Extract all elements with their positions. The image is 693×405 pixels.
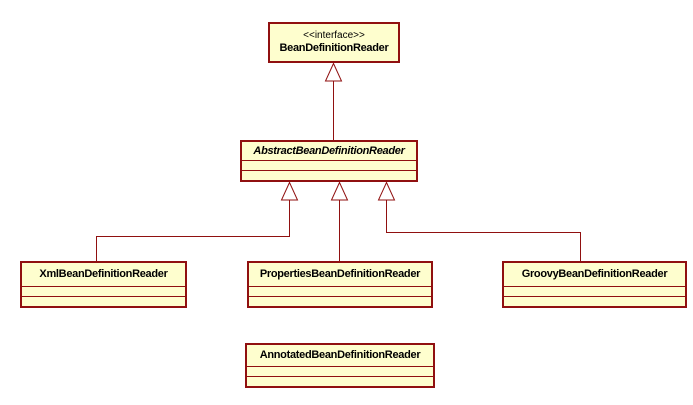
class-title: AbstractBeanDefinitionReader [242, 142, 416, 160]
class-box-beandefinitionreader[interactable]: <<interface>> BeanDefinitionReader [268, 22, 400, 63]
attributes-compartment [504, 286, 685, 296]
operations-compartment [504, 296, 685, 306]
class-name-label: XmlBeanDefinitionReader [39, 268, 168, 280]
hollow-triangle-arrowhead [330, 181, 349, 201]
class-box-propertiesbeandefinitionreader[interactable]: PropertiesBeanDefinitionReader [247, 261, 433, 308]
generalization-edge-groovy-to-abstract[interactable] [377, 181, 581, 262]
class-title: GroovyBeanDefinitionReader [504, 263, 685, 286]
class-name-label: PropertiesBeanDefinitionReader [259, 268, 421, 280]
class-title: AnnotatedBeanDefinitionReader [247, 345, 433, 366]
generalization-edge-xml-to-abstract[interactable] [96, 181, 299, 262]
class-title: XmlBeanDefinitionReader [22, 263, 185, 286]
hollow-triangle-arrowhead [280, 181, 299, 201]
attributes-compartment [249, 286, 431, 296]
class-name-label: AbstractBeanDefinitionReader [253, 144, 405, 157]
attributes-compartment [22, 286, 185, 296]
generalization-edge-properties-to-abstract[interactable] [330, 181, 349, 262]
stereotype-label: <<interface>> [303, 30, 365, 41]
class-name-label: AnnotatedBeanDefinitionReader [259, 349, 421, 361]
attributes-compartment [242, 160, 416, 170]
class-title: <<interface>> BeanDefinitionReader [270, 24, 398, 61]
operations-compartment [247, 376, 433, 386]
hollow-triangle-arrowhead [377, 181, 396, 201]
class-box-xmlbeandefinitionreader[interactable]: XmlBeanDefinitionReader [20, 261, 187, 308]
class-title: PropertiesBeanDefinitionReader [249, 263, 431, 286]
operations-compartment [249, 296, 431, 306]
operations-compartment [242, 170, 416, 180]
hollow-triangle-arrowhead [324, 62, 343, 82]
attributes-compartment [247, 366, 433, 376]
class-box-abstractbeandefinitionreader[interactable]: AbstractBeanDefinitionReader [240, 140, 418, 182]
class-name-label: GroovyBeanDefinitionReader [521, 268, 668, 280]
class-box-annotatedbeandefinitionreader[interactable]: AnnotatedBeanDefinitionReader [245, 343, 435, 388]
operations-compartment [22, 296, 185, 306]
class-box-groovybeandefinitionreader[interactable]: GroovyBeanDefinitionReader [502, 261, 687, 308]
class-name-label: BeanDefinitionReader [279, 42, 389, 54]
generalization-edge-abstract-to-interface[interactable] [324, 62, 343, 141]
